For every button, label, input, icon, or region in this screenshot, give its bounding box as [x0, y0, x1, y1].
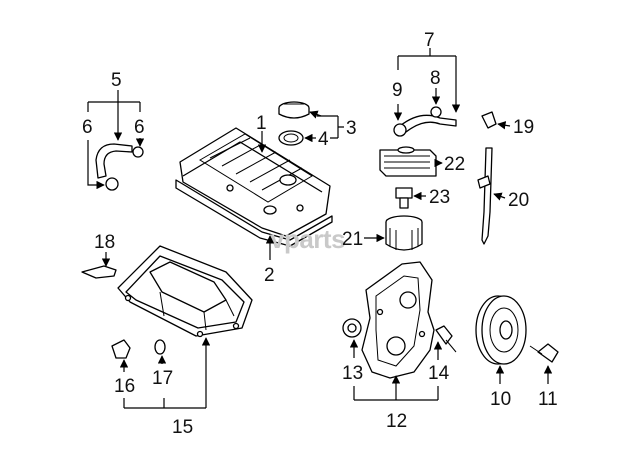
callout-4: 4	[318, 129, 329, 150]
cover-bolt	[435, 325, 457, 353]
callout-5: 5	[111, 70, 122, 91]
callout-11: 11	[538, 389, 558, 410]
callout-8: 8	[430, 68, 441, 89]
callout-1: 1	[256, 113, 267, 134]
callout-23: 23	[429, 187, 450, 208]
oil-dipstick	[477, 111, 497, 245]
crankshaft-pulley	[475, 295, 527, 365]
callout-20: 20	[508, 190, 529, 211]
callout-9: 9	[392, 80, 403, 101]
oil-sensor	[81, 265, 117, 279]
front-seal	[342, 318, 362, 338]
pulley-bolt	[529, 343, 559, 363]
callout-13: 13	[342, 363, 363, 384]
callout-15: 15	[172, 417, 193, 438]
callout-12: 12	[386, 411, 407, 432]
cap-o-ring	[278, 130, 304, 146]
callout-19: 19	[513, 117, 534, 138]
watermark: vparts	[270, 224, 345, 254]
callout-16: 16	[114, 376, 135, 397]
callout-17: 17	[152, 368, 173, 389]
oil-filler-cap	[278, 101, 310, 119]
callout-22: 22	[444, 154, 465, 175]
callout-18: 18	[94, 232, 115, 253]
callout-14: 14	[428, 363, 450, 384]
callout-2: 2	[264, 265, 275, 286]
callout-10: 10	[490, 389, 511, 410]
drain-washer	[154, 339, 166, 355]
cooler-bolt	[395, 187, 413, 209]
cooler-hoses	[393, 106, 457, 137]
oil-pan	[117, 245, 253, 338]
callout-21: 21	[342, 229, 363, 250]
callout-6-left: 6	[82, 117, 93, 138]
oil-filter	[385, 215, 423, 251]
callout-3: 3	[346, 118, 357, 139]
oil-cooler	[379, 146, 437, 177]
callout-7: 7	[424, 30, 435, 51]
callout-6-right: 6	[134, 117, 145, 138]
pcv-hose	[95, 143, 144, 191]
valve-cover	[175, 127, 333, 247]
timing-cover	[361, 261, 435, 379]
drain-plug	[111, 339, 131, 359]
